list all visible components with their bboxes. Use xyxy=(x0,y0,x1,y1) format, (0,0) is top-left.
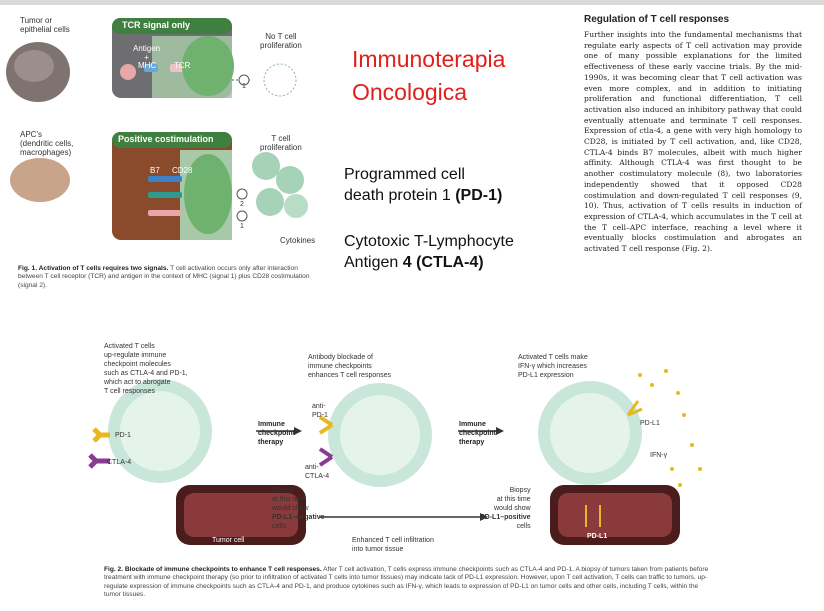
antigen-label: Antigen + xyxy=(133,44,161,62)
enhanced-text: Enhanced T cell infiltration into tumor … xyxy=(352,537,434,553)
therapy-label-1: Immune checkpoint therapy xyxy=(258,421,295,446)
slide-title-line2: Oncologica xyxy=(352,79,468,105)
ctla4-note-text: Cytotoxic T-Lymphocyte Antigen xyxy=(344,233,514,271)
slide-title-line1: Immunoterapia xyxy=(352,46,506,72)
proliferation-label: T cell proliferation xyxy=(260,134,302,152)
figure-1-illustration xyxy=(6,18,308,240)
figure-2-illustration xyxy=(88,369,702,545)
no-prolif-cell xyxy=(263,63,297,97)
pd1-note-text: Programmed cell death protein 1 xyxy=(344,166,465,204)
figure-2-caption-title: Fig. 2. Blockade of immune checkpoints t… xyxy=(104,566,322,573)
tcr-label: TCR xyxy=(174,61,191,70)
mhc-label: MHC xyxy=(138,61,157,70)
panel-title-tcr: TCR signal only xyxy=(122,20,191,30)
tcell-top-shape xyxy=(182,36,234,96)
pdl1-tumor-label: PD-L1 xyxy=(587,533,608,540)
signal-2-circle xyxy=(236,188,248,200)
figure-1-caption-title: Fig. 1. Activation of T cells requires t… xyxy=(18,265,169,272)
cd28-label: CD28 xyxy=(172,166,193,175)
cytokines-label: Cytokines xyxy=(280,236,316,245)
biopsy-1-prefix: Biopsy at this time would show xyxy=(272,487,309,512)
apc-label: APC's (dendritic cells, macrophages) xyxy=(20,130,74,157)
figure-2-caption-text: After T cell activation, T cells express… xyxy=(104,566,709,599)
antibody-text: Antibody blockade of immune checkpoints … xyxy=(308,354,392,379)
top-border xyxy=(0,0,824,5)
biopsy-1-text: Biopsy at this time would show PD-L1–neg… xyxy=(272,486,325,531)
article-body: Further insights into the fundamental me… xyxy=(584,30,802,254)
ctla4-note: Cytotoxic T-Lymphocyte Antigen 4 (CTLA-4… xyxy=(344,231,514,273)
biopsy-2-prefix: Biopsy at this time would show xyxy=(494,487,531,512)
pdl1-label: PD-L1 xyxy=(640,420,660,427)
signal-1-bottom: 1 xyxy=(240,223,244,230)
ifn-text: Activated T cells make IFN-γ which incre… xyxy=(518,354,588,379)
anti-ctla4-label: anti- CTLA-4 xyxy=(305,464,330,480)
therapy-label-2: Immune checkpoint therapy xyxy=(459,421,496,446)
pd1-note: Programmed cell death protein 1 (PD-1) xyxy=(344,164,502,206)
ctla4-label: CTLA-4 xyxy=(107,459,132,466)
panel-title-costim: Positive costimulation xyxy=(118,134,214,144)
article-heading: Regulation of T cell responses xyxy=(584,14,730,25)
signal-1-circle-top xyxy=(238,74,250,86)
signal-1-top: 1 xyxy=(242,83,246,90)
ifng-label: IFN-γ xyxy=(650,452,668,459)
pd1-note-abbr: (PD-1) xyxy=(455,187,503,204)
tcell-bottom-shape xyxy=(184,154,232,234)
signal-1-circle-bottom xyxy=(236,210,248,222)
figure-1-caption-text: T cell activation occurs only after inte… xyxy=(18,265,310,289)
tumor-cell-label: Tumor cell xyxy=(212,537,245,544)
figure-1: Tumor or epithelial cells APC's (dendrit… xyxy=(0,6,330,256)
signal-2: 2 xyxy=(240,201,244,208)
figure-1-caption: Fig. 1. Activation of T cells requires t… xyxy=(18,265,323,290)
figure-2-caption: Fig. 2. Blockade of immune checkpoints t… xyxy=(104,566,716,600)
slide-title: Immunoterapia Oncologica xyxy=(352,43,505,109)
no-proliferation-label: No T cell proliferation xyxy=(260,32,302,50)
b7-label: B7 xyxy=(150,166,160,175)
activated-text: Activated T cells up-regulate immune che… xyxy=(104,343,188,395)
biopsy-2-suffix: cells xyxy=(516,523,531,530)
biopsy-1-bold: PD-L1–negative xyxy=(272,514,325,521)
ctla4-note-abbr: 4 (CTLA-4) xyxy=(402,254,484,271)
biopsy-2-bold: PD-L1–positive xyxy=(480,514,531,521)
biopsy-1-suffix: cells xyxy=(272,523,287,530)
pd1-label: PD-1 xyxy=(115,432,131,439)
tumor-label: Tumor or epithelial cells xyxy=(20,16,70,34)
anti-pd1-label: anti- PD-1 xyxy=(312,403,328,419)
biopsy-2-text: Biopsy at this time would show PD-L1–pos… xyxy=(480,486,531,531)
pd1-receptor xyxy=(92,427,110,443)
pdl1-markers xyxy=(585,505,601,527)
ctla4-receptor xyxy=(88,453,110,469)
